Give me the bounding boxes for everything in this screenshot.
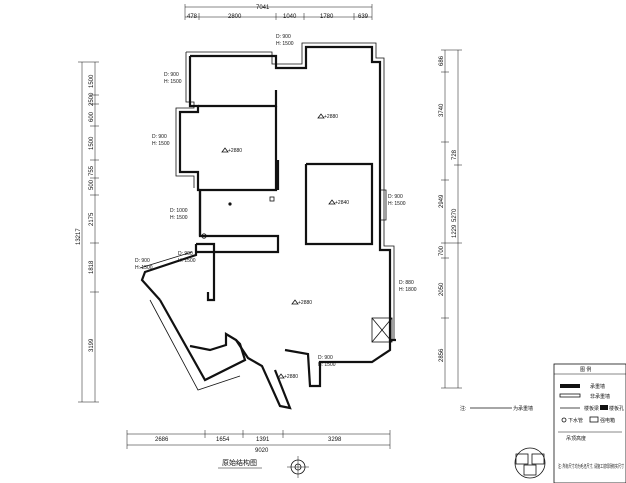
- drawing-title: 原始结构图: [222, 458, 257, 467]
- right-dim-9: 2856: [439, 348, 445, 362]
- window-label-d: D: 900: [164, 72, 179, 78]
- left-dim-3: 600: [89, 111, 95, 122]
- right-dim-1: 686: [439, 55, 445, 66]
- top-dim-1: 478: [187, 14, 198, 20]
- window-label-h: H: 1500: [135, 265, 153, 271]
- legend-item: 强电箱: [600, 417, 615, 424]
- height-label: +2880: [324, 114, 338, 120]
- top-dim-2: 2800: [228, 14, 242, 20]
- elevation-marker-icon: [317, 113, 325, 119]
- right-dimension-chain: 686 3740 728 2949 1229 5270 700 2050 285…: [439, 49, 462, 389]
- right-dim-8: 2050: [439, 282, 445, 296]
- top-dim-3: 1040: [283, 14, 297, 20]
- window-label-h: H: 1500: [164, 79, 182, 85]
- note-label: 注:: [460, 405, 466, 412]
- left-dim-1: 1500: [89, 74, 95, 88]
- legend-item: 非承重墙: [590, 393, 610, 400]
- window-label-h: H: 1500: [318, 362, 336, 368]
- window-label-h: H: 1500: [170, 215, 188, 221]
- bottom-dim-4: 3298: [328, 437, 342, 443]
- window-label-d: D: 1000: [170, 208, 188, 214]
- right-dim-3: 728: [452, 149, 458, 160]
- top-dim-5: 639: [358, 14, 369, 20]
- window-label-d: D: 900: [152, 134, 167, 140]
- right-dim-2: 3740: [439, 103, 445, 117]
- window-label-h: H: 1800: [399, 287, 417, 293]
- height-label: +2880: [298, 300, 312, 306]
- legend-title: 图 例: [580, 366, 591, 373]
- window-label-d: D: 880: [399, 280, 414, 286]
- ceiling-heights: +2880 +2880 +2840 +2880 +2880: [221, 113, 349, 380]
- note-text: 为承重墙: [513, 405, 533, 412]
- right-dim-6: 5270: [452, 208, 458, 222]
- legend-item: 楼板梁: [584, 405, 599, 412]
- left-dim-9: 3199: [89, 338, 95, 352]
- left-total-dim: 13217: [76, 228, 82, 245]
- window-label-d: D: 900: [318, 355, 333, 361]
- window-label-d: D: 900: [178, 251, 193, 257]
- legend-item: 下水管: [568, 417, 583, 424]
- wall-note: 注: 为承重墙: [460, 405, 533, 412]
- left-dim-7: 2175: [89, 212, 95, 226]
- top-dim-4: 1780: [320, 14, 334, 20]
- left-dim-4: 1500: [89, 136, 95, 150]
- elevation-marker-icon: [291, 299, 299, 305]
- window-labels: D: 900 H: 1500 D: 900 H: 1500 D: 900 H: …: [135, 34, 417, 368]
- elevation-marker-icon: [277, 373, 285, 379]
- height-label: +2880: [228, 148, 242, 154]
- walls: [139, 42, 396, 410]
- compass-icon: [287, 456, 309, 478]
- legend-item: 楼板孔: [609, 405, 624, 412]
- bottom-dim-1: 2686: [155, 437, 169, 443]
- legend-footnote: 注: 所标尺寸均为毛坯尺寸, 请施工前现场核实尺寸: [558, 463, 624, 470]
- right-dim-7: 700: [439, 245, 445, 256]
- left-dim-5: 755: [89, 165, 95, 176]
- right-dim-5: 1229: [452, 224, 458, 238]
- bottom-dimension-chain: 2686 1654 1391 3298 9020: [126, 430, 391, 454]
- elevation-marker-icon: [328, 199, 336, 205]
- height-label: +2880: [284, 374, 298, 380]
- right-dim-4: 2949: [439, 194, 445, 208]
- window-label-d: D: 900: [388, 194, 403, 200]
- window-label-h: H: 1500: [178, 258, 196, 264]
- window-label-d: D: 900: [276, 34, 291, 40]
- bottom-dim-3: 1391: [256, 437, 270, 443]
- company-logo: [514, 447, 546, 479]
- bottom-total-dim: 9020: [255, 448, 269, 454]
- window-label-h: H: 1500: [152, 141, 170, 147]
- left-dimension-chain: 13217 1500 2500 600 1500 755 500 2175 18…: [76, 61, 99, 403]
- legend-item: 承重墙: [590, 383, 605, 390]
- top-dimension-chain: 7041 478 2800 1040 1780 639: [184, 4, 373, 20]
- window-label-h: H: 1500: [388, 201, 406, 207]
- bottom-dim-2: 1654: [216, 437, 230, 443]
- legend-item: 吊顶高度: [566, 435, 586, 442]
- legend: 图 例 承重墙 非承重墙 楼板梁 楼板孔 下水管 强电箱 吊顶高度 注: 所标尺…: [553, 363, 626, 483]
- window-label-h: H: 1500: [276, 41, 294, 47]
- top-total-dim: 7041: [256, 5, 270, 11]
- left-dim-6: 500: [89, 179, 95, 190]
- left-dim-2: 2500: [89, 92, 95, 106]
- height-label: +2840: [335, 200, 349, 206]
- elevation-marker-icon: [221, 147, 229, 153]
- left-dim-8: 1818: [89, 260, 95, 274]
- window-label-d: D: 900: [135, 258, 150, 264]
